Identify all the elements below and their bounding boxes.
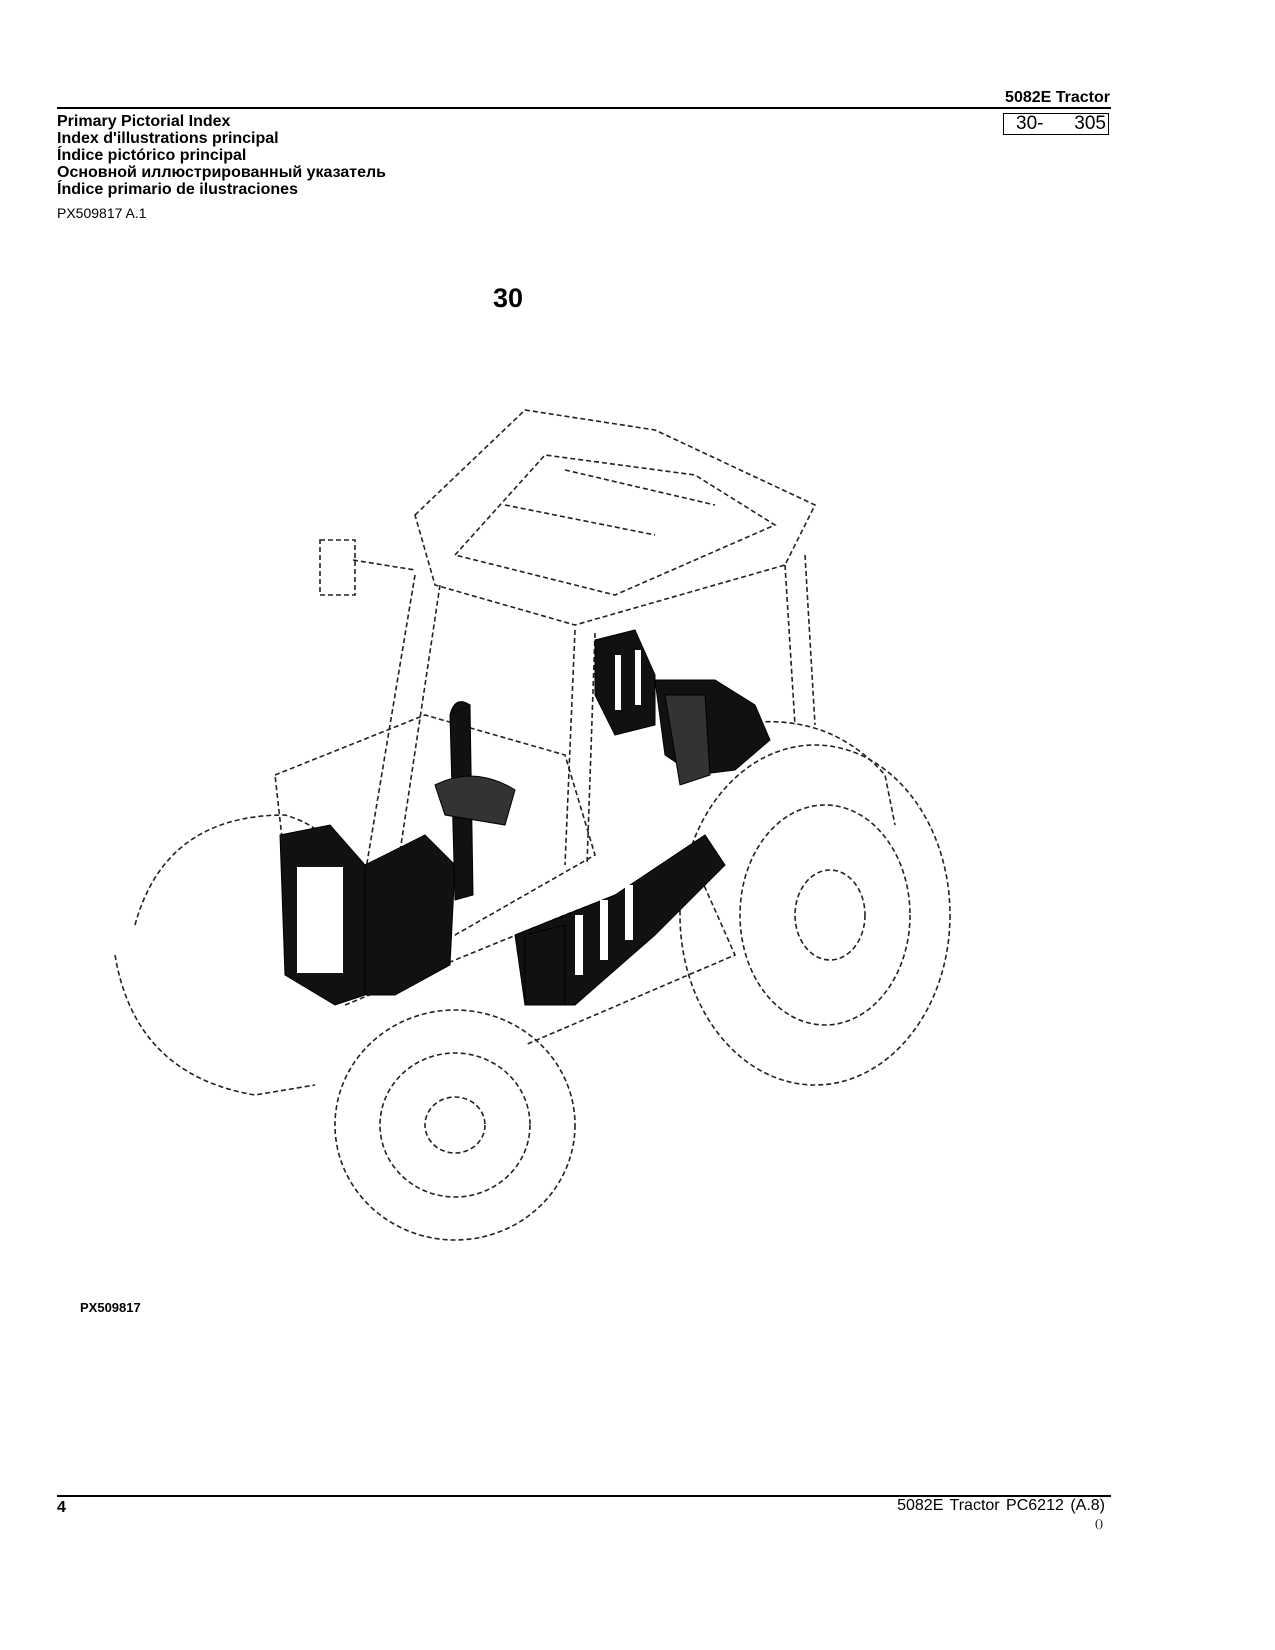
- footer-text: 5082E Tractor PC6212 (A.8): [897, 1497, 1105, 1514]
- title-es: Índice primario de ilustraciones: [57, 181, 298, 198]
- footer-rule: [57, 1495, 1111, 1497]
- title-fr: Index d'illustrations principal: [57, 130, 279, 147]
- footer-page-number: 4: [57, 1499, 66, 1516]
- title-block: Primary Pictorial Index Index d'illustra…: [57, 113, 386, 198]
- section-ref: 30-: [1016, 113, 1044, 134]
- title-en: Primary Pictorial Index: [57, 113, 231, 130]
- figure-id-bottom: PX509817: [80, 1300, 141, 1315]
- title-ru: Основной иллюстрированный указатель: [57, 164, 387, 181]
- header-model: 5082E Tractor: [1005, 89, 1110, 106]
- page-reference-box: 30- 305: [1003, 113, 1109, 135]
- figure-id-top: PX509817 A.1: [57, 205, 147, 221]
- title-pt: Índice pictórico principal: [57, 147, 247, 164]
- tractor-illustration-icon: [114, 409, 951, 1241]
- header-rule: [57, 107, 1111, 109]
- footer-paren: (): [1095, 1516, 1103, 1530]
- group-number: 30: [493, 283, 524, 313]
- page-ref: 305: [1074, 113, 1106, 134]
